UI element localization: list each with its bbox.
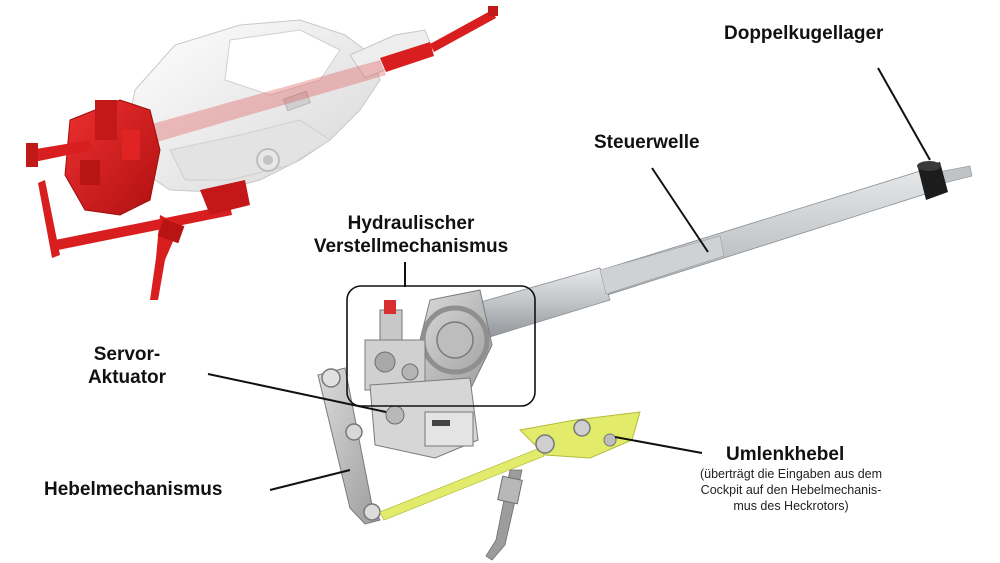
hydraulic-mechanism [364,289,493,396]
label-hydraulischer-verstellmechanismus: Hydraulischer Verstellmechanismus [290,212,532,258]
leader-servo [207,373,387,413]
umlenkhebel-description-line2: Cockpit auf den Hebelmechanis- [700,483,882,497]
red-drive-shaft [95,6,498,158]
label-servo-line1: Servor- [93,344,161,365]
leader-doppelkugellager [877,67,931,161]
control-shaft [439,165,973,346]
umlenkhebel-description-line3: mus des Heckrotors) [733,499,849,513]
label-hydraulisch-line2: Verstellmechanismus [313,236,509,257]
umlenkhebel-description: (überträgt die Eingaben aus dem Cockpit … [684,466,898,514]
servo-actuator [369,377,479,459]
label-servo-aktuator: Servor- Aktuator [72,343,182,389]
leader-lines [207,67,931,491]
label-steuerwelle: Steuerwelle [594,132,700,153]
umlenkhebel-description-line1: (überträgt die Eingaben aus dem [699,467,883,481]
leader-umlenkhebel [614,436,703,454]
label-servo-line2: Aktuator [87,367,167,388]
label-umlenkhebel: Umlenkhebel [726,444,845,465]
red-control-linkage [26,99,250,300]
leader-steuerwelle [651,167,709,253]
bell-crank [379,411,641,561]
label-hydraulisch-line1: Hydraulischer [347,213,475,234]
lever-mechanism [317,367,381,525]
hydraulic-highlight-frame [346,285,536,407]
leader-hebelmechanismus [269,469,351,491]
gearbox-housing [124,19,433,193]
double-ball-bearing [917,161,948,200]
label-hebelmechanismus: Hebelmechanismus [44,479,223,500]
label-doppelkugellager: Doppelkugellager [724,23,884,44]
